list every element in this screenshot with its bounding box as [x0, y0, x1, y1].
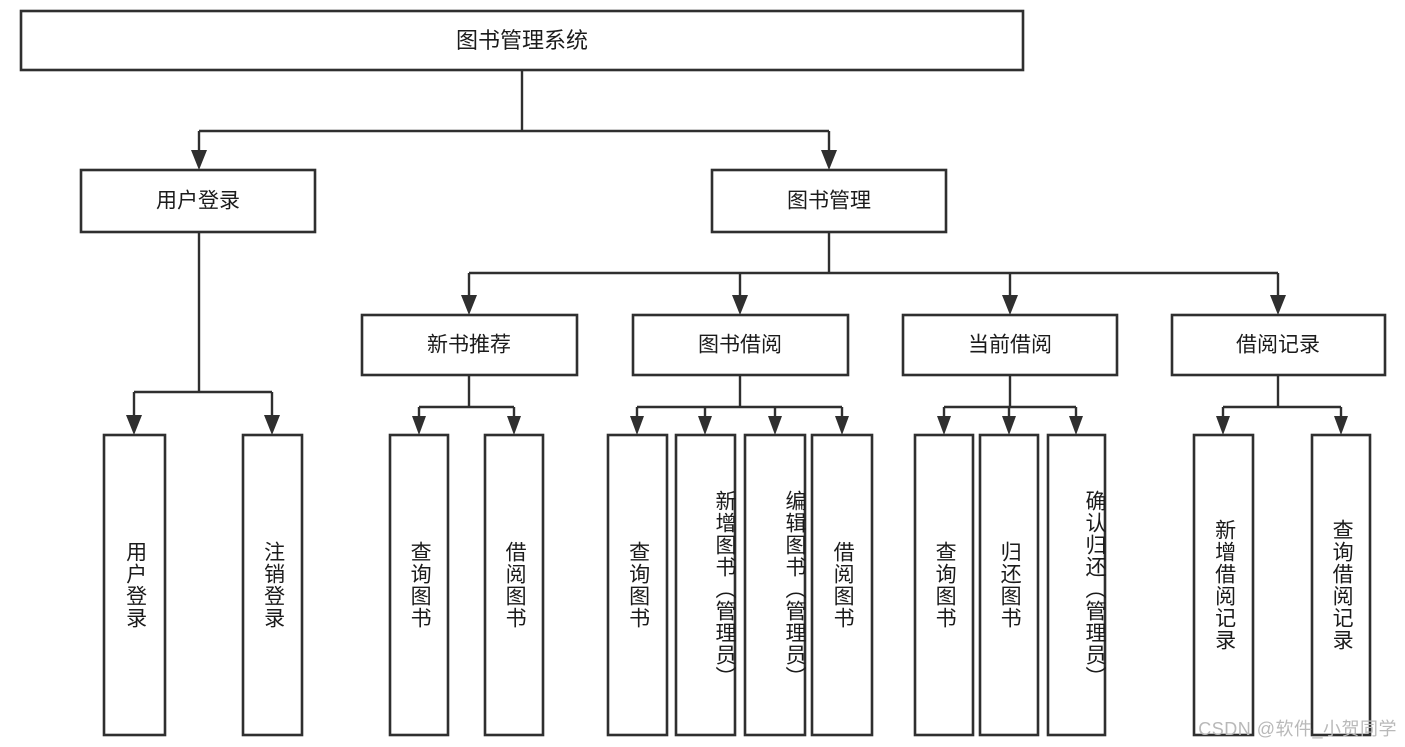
arrow-br-to-leaf2-icon	[1334, 416, 1348, 435]
leaf-edit-book-admin-box[interactable]	[743, 433, 807, 737]
node-user-login[interactable]: 用户登录	[79, 168, 317, 234]
arrow-nbr-to-leaf1-icon	[412, 416, 426, 435]
arrow-bm-to-borrow-record-icon	[1270, 295, 1286, 315]
leaf-borrow-book-rec-box[interactable]	[483, 433, 545, 737]
edge-group-book-management	[461, 232, 1286, 315]
node-book-borrow[interactable]: 图书借阅	[631, 313, 850, 377]
arrow-cb-to-leaf1-icon	[937, 416, 951, 435]
node-book-borrow-label: 图书借阅	[698, 334, 782, 357]
node-root-label: 图书管理系统	[456, 28, 588, 53]
leaf-borrow-book-box[interactable]	[810, 433, 874, 737]
node-borrow-record[interactable]: 借阅记录	[1170, 313, 1387, 377]
node-root[interactable]: 图书管理系统	[19, 9, 1025, 72]
leaf-user-login-box[interactable]	[102, 433, 167, 737]
arrow-bm-to-new-book-icon	[461, 295, 477, 315]
arrow-nbr-to-leaf2-icon	[507, 416, 521, 435]
edge-group-current-borrow	[937, 375, 1083, 435]
node-new-book-recommend[interactable]: 新书推荐	[360, 313, 579, 377]
arrow-bb-to-leaf1-icon	[630, 416, 644, 435]
leaf-return-book-box[interactable]	[978, 433, 1040, 737]
node-book-management[interactable]: 图书管理	[710, 168, 948, 234]
node-user-login-label: 用户登录	[156, 190, 240, 213]
leaf-query-book-borrow-box[interactable]	[606, 433, 669, 737]
node-borrow-record-box	[1170, 313, 1387, 377]
leaf-logout-login-box[interactable]	[241, 433, 304, 737]
edge-group-user-login	[126, 232, 280, 435]
arrow-bm-to-book-borrow-icon	[732, 295, 748, 315]
arrow-cb-to-leaf3-icon	[1069, 416, 1083, 435]
edge-group-borrow-record	[1216, 375, 1348, 435]
leaf-query-borrow-record-box[interactable]	[1310, 433, 1372, 737]
node-new-book-recommend-label: 新书推荐	[427, 334, 511, 357]
node-book-management-box	[710, 168, 948, 234]
node-borrow-record-label: 借阅记录	[1236, 334, 1320, 357]
leaf-add-book-admin-box[interactable]	[674, 433, 737, 737]
node-new-book-recommend-box	[360, 313, 579, 377]
watermark-text: CSDN @软件_小贺同学	[1198, 719, 1397, 739]
node-root-box	[19, 9, 1025, 72]
edge-group-root	[191, 70, 837, 170]
leaf-boxes	[102, 433, 1372, 737]
node-book-management-label: 图书管理	[787, 190, 871, 213]
node-current-borrow-label: 当前借阅	[968, 334, 1052, 357]
arrow-bb-to-leaf2-icon	[698, 416, 712, 435]
arrow-bb-to-leaf3-icon	[768, 416, 782, 435]
leaf-query-book-rec-box[interactable]	[388, 433, 450, 737]
arrow-root-to-user-login-icon	[191, 150, 207, 170]
arrow-bb-to-leaf4-icon	[835, 416, 849, 435]
edge-group-new-book-recommend	[412, 375, 521, 435]
leaf-add-borrow-record-box[interactable]	[1192, 433, 1255, 737]
node-book-borrow-box	[631, 313, 850, 377]
edge-group-book-borrow	[630, 375, 849, 435]
arrow-br-to-leaf1-icon	[1216, 416, 1230, 435]
leaf-query-book-current-box[interactable]	[913, 433, 975, 737]
node-current-borrow[interactable]: 当前借阅	[901, 313, 1119, 377]
arrow-ul-to-leaf1-icon	[126, 415, 142, 435]
arrow-cb-to-leaf2-icon	[1002, 416, 1016, 435]
leaf-confirm-return-admin-box[interactable]	[1046, 433, 1107, 737]
arrow-ul-to-leaf2-icon	[264, 415, 280, 435]
node-current-borrow-box	[901, 313, 1119, 377]
arrow-root-to-book-management-icon	[821, 150, 837, 170]
node-user-login-box	[79, 168, 317, 234]
arrow-bm-to-current-borrow-icon	[1002, 295, 1018, 315]
